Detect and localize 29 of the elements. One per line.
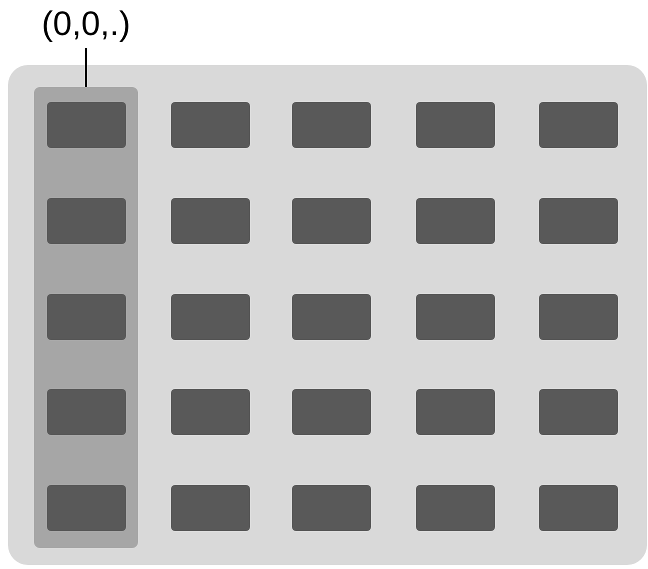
panel-background: [8, 65, 647, 565]
cell-block: [539, 102, 618, 148]
cell-block: [539, 485, 618, 531]
index-label: (0,0,.): [40, 4, 132, 44]
cell-block: [416, 485, 495, 531]
leader-line: [85, 48, 87, 87]
cell-block: [539, 294, 618, 340]
cell-block: [292, 389, 371, 435]
cell-block: [171, 485, 250, 531]
cell-block: [47, 389, 126, 435]
cell-block: [171, 294, 250, 340]
cell-block: [171, 102, 250, 148]
cell-block: [416, 198, 495, 244]
cell-block: [47, 102, 126, 148]
cell-block: [292, 485, 371, 531]
cell-block: [47, 294, 126, 340]
cell-block: [47, 198, 126, 244]
cell-block: [539, 389, 618, 435]
cell-block: [416, 389, 495, 435]
cell-block: [292, 294, 371, 340]
cell-block: [539, 198, 618, 244]
cell-block: [416, 294, 495, 340]
cell-block: [47, 485, 126, 531]
cell-block: [292, 102, 371, 148]
column-highlight: [34, 87, 138, 548]
cell-block: [292, 198, 371, 244]
cell-block: [171, 389, 250, 435]
cell-block: [171, 198, 250, 244]
cell-block: [416, 102, 495, 148]
